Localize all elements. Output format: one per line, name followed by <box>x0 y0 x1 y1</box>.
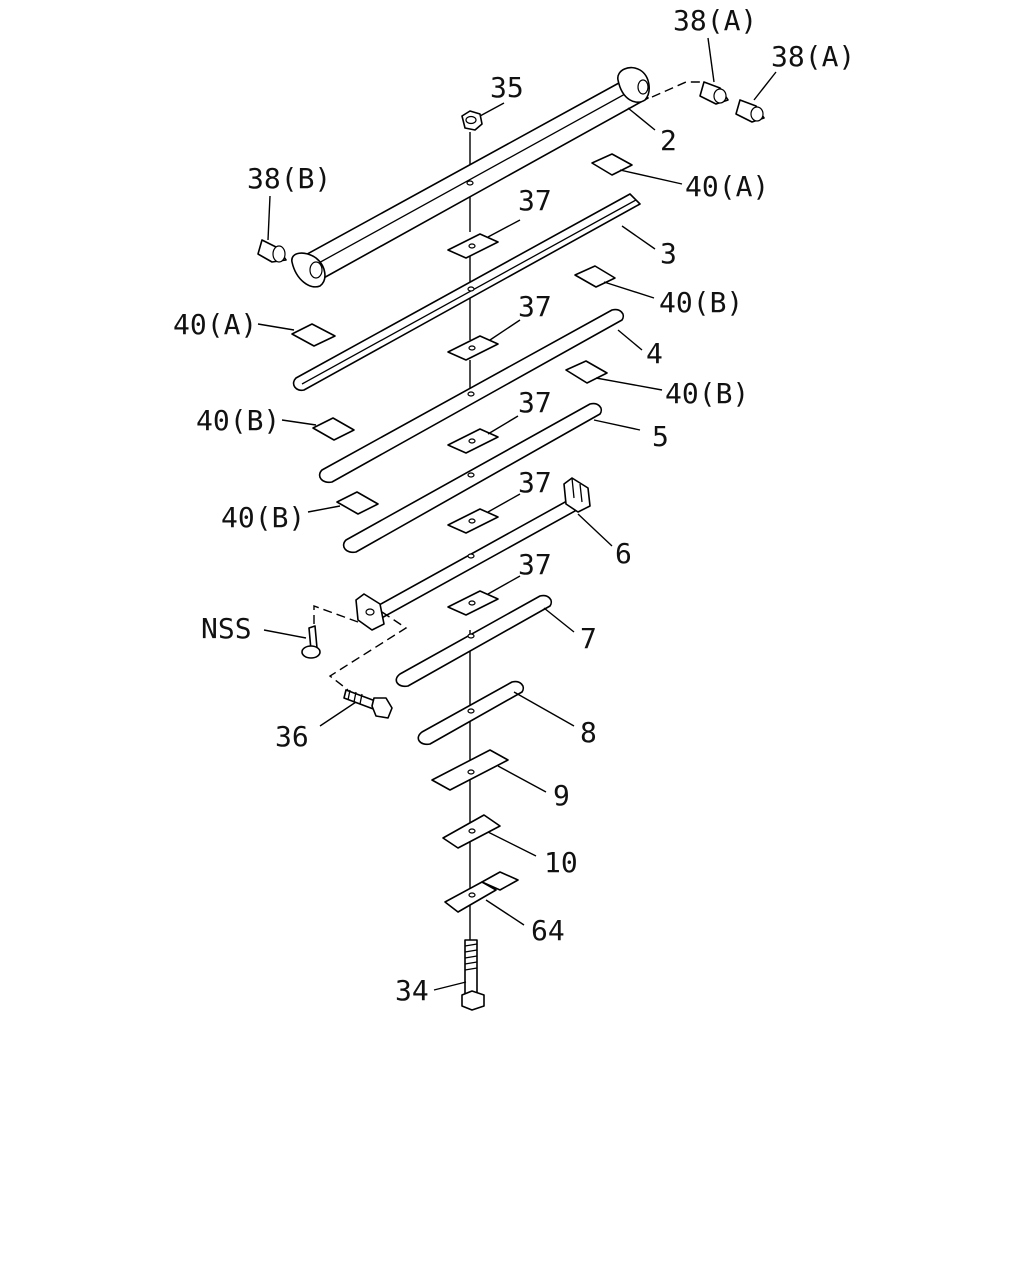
part-7-leaf <box>395 594 553 688</box>
part-labels: 35 38(A) 38(A) 2 38(B) 40(A) 37 3 40(B) … <box>173 4 855 1007</box>
part-64-plate <box>444 871 519 913</box>
part-37-plate-3 <box>447 428 499 454</box>
label-part-37-e: 37 <box>518 548 552 581</box>
label-part-38b: 38(B) <box>247 162 331 195</box>
part-40a-pad-2 <box>291 323 336 347</box>
label-part-40b-4: 40(B) <box>221 501 305 534</box>
part-37-plate-2 <box>447 335 499 361</box>
label-part-37-d: 37 <box>518 466 552 499</box>
label-part-40a-1: 40(A) <box>685 170 769 203</box>
dashed-link-nss <box>313 605 359 624</box>
part-6-leaf <box>355 477 591 631</box>
part-10-plate <box>442 814 501 849</box>
part-38b-bush <box>257 239 287 263</box>
label-part-9: 9 <box>553 779 570 812</box>
label-part-40a-2: 40(A) <box>173 308 257 341</box>
label-part-8: 8 <box>580 716 597 749</box>
label-part-3: 3 <box>660 237 677 270</box>
part-36-bolt <box>343 689 393 719</box>
part-2-main-leaf <box>291 66 650 288</box>
label-part-34: 34 <box>395 974 429 1007</box>
part-3-leaf <box>292 193 641 392</box>
part-40b-pad-4 <box>336 491 379 515</box>
label-part-5: 5 <box>652 420 669 453</box>
label-part-35: 35 <box>490 71 524 104</box>
part-40b-pad-3 <box>312 417 355 441</box>
label-part-4: 4 <box>646 337 663 370</box>
label-part-38a-1: 38(A) <box>673 4 757 37</box>
label-part-37-a: 37 <box>518 184 552 217</box>
label-part-2: 2 <box>660 124 677 157</box>
part-9-shim <box>431 749 509 791</box>
label-part-40b-1: 40(B) <box>659 286 743 319</box>
label-part-40b-3: 40(B) <box>196 404 280 437</box>
part-38a-bush-1 <box>699 81 729 105</box>
label-part-64: 64 <box>531 914 565 947</box>
part-37-plate-1 <box>447 233 499 259</box>
part-37-plate-4 <box>447 508 499 534</box>
nss-rivet <box>301 625 321 659</box>
leader-lines <box>257 37 777 991</box>
label-part-40b-2: 40(B) <box>665 377 749 410</box>
label-part-37-b: 37 <box>518 290 552 323</box>
label-part-10: 10 <box>544 846 578 879</box>
part-8-leaf <box>417 680 525 746</box>
dashed-link-38a <box>651 81 700 98</box>
part-40b-pad-2 <box>565 360 608 384</box>
part-34-center-bolt <box>461 939 485 1011</box>
label-part-7: 7 <box>580 622 597 655</box>
part-38a-bush-2 <box>735 99 765 123</box>
dashed-link-36 <box>328 611 408 691</box>
part-4-leaf <box>318 308 625 484</box>
part-35-nut <box>461 110 483 131</box>
label-part-38a-2: 38(A) <box>771 40 855 73</box>
label-part-6: 6 <box>615 537 632 570</box>
label-nss: NSS <box>201 612 252 645</box>
label-part-37-c: 37 <box>518 386 552 419</box>
part-37-plate-5 <box>447 590 499 616</box>
label-part-36: 36 <box>275 720 309 753</box>
part-5-leaf <box>342 402 603 554</box>
